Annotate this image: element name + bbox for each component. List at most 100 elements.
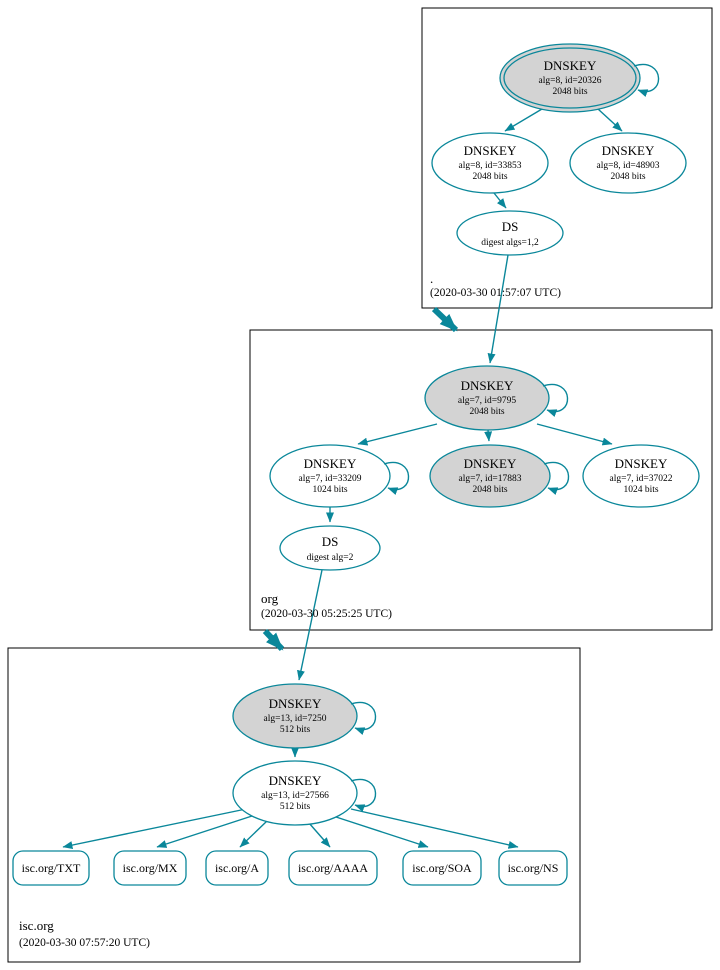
node-label: DS [322, 534, 339, 549]
node-label: DNSKEY [615, 456, 668, 471]
rrsig-9795-to-37022 [536, 423, 613, 446]
zone-label-isc-org: isc.org [19, 918, 54, 933]
node-label: DNSKEY [544, 58, 597, 73]
key-shape [582, 444, 700, 508]
rrset-shape [288, 850, 378, 886]
delegation-root-to-org [431, 306, 459, 333]
ds-root-to-dnskey-9795 [487, 254, 509, 364]
rrsig-9795-to-33209 [357, 423, 438, 446]
rrsig-27566-to-mx [156, 815, 253, 848]
node-label: DNSKEY [461, 378, 514, 393]
node-label: 2048 bits [610, 172, 645, 182]
zone-timestamp-isc-org: (2020-03-30 07:57:20 UTC) [19, 937, 150, 949]
node-label: DNSKEY [269, 696, 322, 711]
node-label: isc.org/A [215, 861, 259, 875]
ds-org-node[interactable]: DS digest alg=2 [279, 525, 381, 571]
key-shape [424, 365, 550, 431]
node-label: isc.org/TXT [22, 861, 81, 875]
rrset-shape [402, 850, 482, 886]
rrset-isc-org-aaaa-node[interactable]: isc.org/AAAA [288, 850, 378, 886]
self-sign-loop [350, 778, 377, 812]
rrset-isc-org-soa-node[interactable]: isc.org/SOA [402, 850, 482, 886]
node-label: 1024 bits [312, 485, 347, 495]
zone-box-. [421, 7, 713, 309]
node-label: alg=7, id=33209 [299, 474, 362, 484]
node-label: 512 bits [280, 802, 311, 812]
node-label: isc.org/SOA [412, 861, 472, 875]
node-label: DNSKEY [464, 456, 517, 471]
node-label: alg=7, id=9795 [458, 396, 516, 406]
rrsig-27566-to-aaaa [308, 822, 331, 848]
self-sign-loop [543, 461, 570, 495]
zone-box-org [249, 329, 713, 631]
key-shape [269, 444, 391, 508]
self-sign-loop [542, 383, 569, 417]
key-shape [232, 760, 358, 826]
node-label: DS [502, 219, 519, 234]
zone-box-isc.org [7, 647, 581, 963]
key-shape [431, 132, 549, 194]
node-label: isc.org/AAAA [298, 861, 368, 875]
rrset-shape [113, 850, 187, 886]
node-label: alg=13, id=27566 [261, 791, 329, 801]
node-label: 2048 bits [469, 407, 504, 417]
rrsig-27566-to-txt [62, 808, 247, 849]
rrset-isc-org-txt-node[interactable]: isc.org/TXT [12, 850, 90, 886]
rrset-isc-org-ns-node[interactable]: isc.org/NS [498, 850, 568, 886]
node-label: 2048 bits [552, 87, 587, 97]
node-label: alg=8, id=33853 [459, 161, 522, 171]
node-label: 1024 bits [623, 485, 658, 495]
zone-label-org: org [261, 591, 279, 606]
ds-org-to-dnskey-7250 [297, 569, 323, 681]
rrsig-9795-to-17883 [484, 429, 493, 442]
node-label: 512 bits [280, 725, 311, 735]
rrset-isc-org-a-node[interactable]: isc.org/A [205, 850, 269, 886]
rrsig-27566-to-ns [350, 808, 519, 849]
rrsig-27566-to-soa [335, 816, 429, 848]
rrsig-27566-to-a [239, 820, 268, 848]
node-label: DNSKEY [304, 456, 357, 471]
key-shape [232, 683, 358, 749]
node-label: alg=8, id=20326 [539, 76, 602, 86]
node-label: DNSKEY [602, 143, 655, 158]
rrset-shape [205, 850, 269, 886]
node-label: DNSKEY [464, 143, 517, 158]
rrsig-20326-to-33853 [504, 108, 543, 132]
node-label: 2048 bits [472, 485, 507, 495]
node-label: 2048 bits [472, 172, 507, 182]
key-inner-ring [503, 47, 637, 109]
node-label: alg=7, id=37022 [610, 474, 673, 484]
zone-timestamp-root: (2020-03-30 01:57:07 UTC) [430, 287, 561, 299]
key-shape [499, 43, 641, 113]
zone-label-root: . [430, 271, 434, 286]
key-shape [456, 210, 564, 256]
zone-timestamp-org: (2020-03-30 05:25:25 UTC) [261, 608, 392, 620]
rrsig-33853-to-ds [493, 192, 507, 209]
node-label: digest alg=2 [307, 553, 354, 563]
rrset-isc-org-mx-node[interactable]: isc.org/MX [113, 850, 187, 886]
key-shape [279, 525, 381, 571]
rrsig-20326-to-48903 [597, 108, 623, 132]
node-label: isc.org/MX [123, 861, 178, 875]
node-label: alg=13, id=7250 [264, 714, 327, 724]
key-shape [429, 444, 551, 508]
rrset-shape [498, 850, 568, 886]
self-sign-loop [633, 63, 660, 97]
node-label: DNSKEY [269, 773, 322, 788]
rrset-shape [12, 850, 90, 886]
node-label: alg=8, id=48903 [597, 161, 660, 171]
node-label: alg=7, id=17883 [459, 474, 522, 484]
node-label: isc.org/NS [508, 861, 559, 875]
